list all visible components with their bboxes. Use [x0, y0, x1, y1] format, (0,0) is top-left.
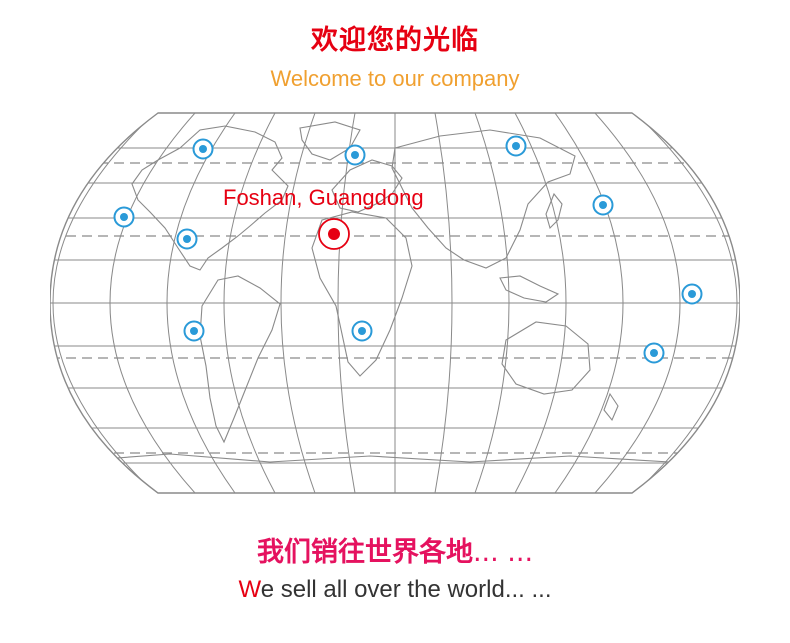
- location-dot-icon: [176, 228, 198, 250]
- new-zealand-outline: [603, 392, 619, 422]
- japan-outline: [545, 192, 563, 230]
- continent-outlines: [89, 121, 711, 469]
- greenland-outline: [299, 121, 361, 161]
- world-map-svg: [50, 112, 740, 494]
- page-title-cn: 欢迎您的光临: [311, 25, 479, 56]
- slogan-en: We sell all over the world... ...: [0, 576, 790, 604]
- asia-outline: [391, 129, 576, 269]
- location-dot-icon: [592, 194, 614, 216]
- location-dot-icon: [183, 320, 205, 342]
- target-marker-icon: [318, 218, 350, 250]
- slogan-cn: 我们销往世界各地... ...: [0, 530, 790, 569]
- slogan-cn-main: 我们销往世界各地: [256, 537, 473, 568]
- slogan-en-rest: e sell all over the world... ...: [260, 576, 552, 603]
- south-america-outline: [199, 275, 281, 444]
- location-dot-icon: [643, 342, 665, 364]
- sea-islands-outline: [499, 275, 560, 303]
- europe-outline: [331, 159, 403, 213]
- north-america-outline: [131, 125, 289, 271]
- slogan-en-first-letter: W: [238, 576, 261, 603]
- antarctica-outline: [89, 453, 711, 469]
- australia-outline: [501, 321, 591, 395]
- location-dot-icon: [351, 320, 373, 342]
- slogan-cn-ellipsis: ... ...: [472, 537, 534, 568]
- headquarters-label: Foshan, Guangdong: [223, 185, 424, 210]
- world-map: [50, 108, 740, 498]
- location-dot-icon: [113, 206, 135, 228]
- page-subtitle-en: Welcome to our company: [270, 66, 520, 91]
- africa-outline: [311, 211, 413, 377]
- location-dot-icon: [192, 138, 214, 160]
- map-markers: [113, 135, 703, 364]
- location-dot-icon: [681, 283, 703, 305]
- location-dot-icon: [344, 144, 366, 166]
- location-dot-icon: [505, 135, 527, 157]
